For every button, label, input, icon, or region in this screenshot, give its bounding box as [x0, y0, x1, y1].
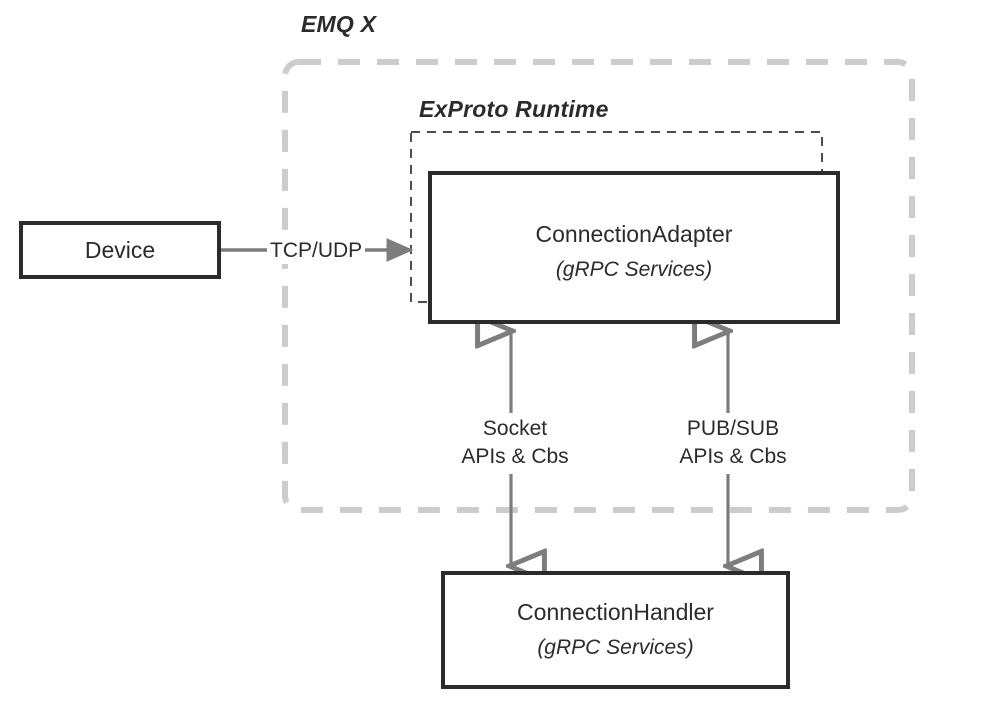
pubsub-edge-label-line1: PUB/SUB	[686, 417, 780, 440]
connection-adapter-node-label: ConnectionAdapter	[535, 221, 733, 247]
device-node-box	[19, 221, 221, 279]
emqx-group-label: EMQ X	[301, 11, 377, 37]
device-node-label: Device	[84, 237, 156, 263]
connection-handler-node-label: ConnectionHandler	[517, 599, 714, 625]
socket-edge-label-line1: Socket	[482, 417, 548, 440]
exproto-group-label: ExProto Runtime	[419, 96, 609, 122]
emqx-group-boundary	[282, 59, 915, 513]
connection-handler-node-box	[441, 571, 790, 689]
pubsub-edge-label-line2: APIs & Cbs	[679, 445, 787, 469]
socket-edge-label-line2: APIs & Cbs	[461, 445, 569, 469]
connection-adapter-node-box	[428, 171, 840, 324]
connection-handler-node-sublabel: (gRPC Services)	[537, 636, 694, 659]
socket-edge-label: Socket APIs & Cbs	[437, 413, 593, 474]
pubsub-edge-label: PUB/SUB APIs & Cbs	[655, 413, 811, 474]
connection-adapter-node-sublabel: (gRPC Services)	[555, 258, 713, 281]
device-to-adapter-edge-label: TCP/UDP	[267, 238, 366, 264]
